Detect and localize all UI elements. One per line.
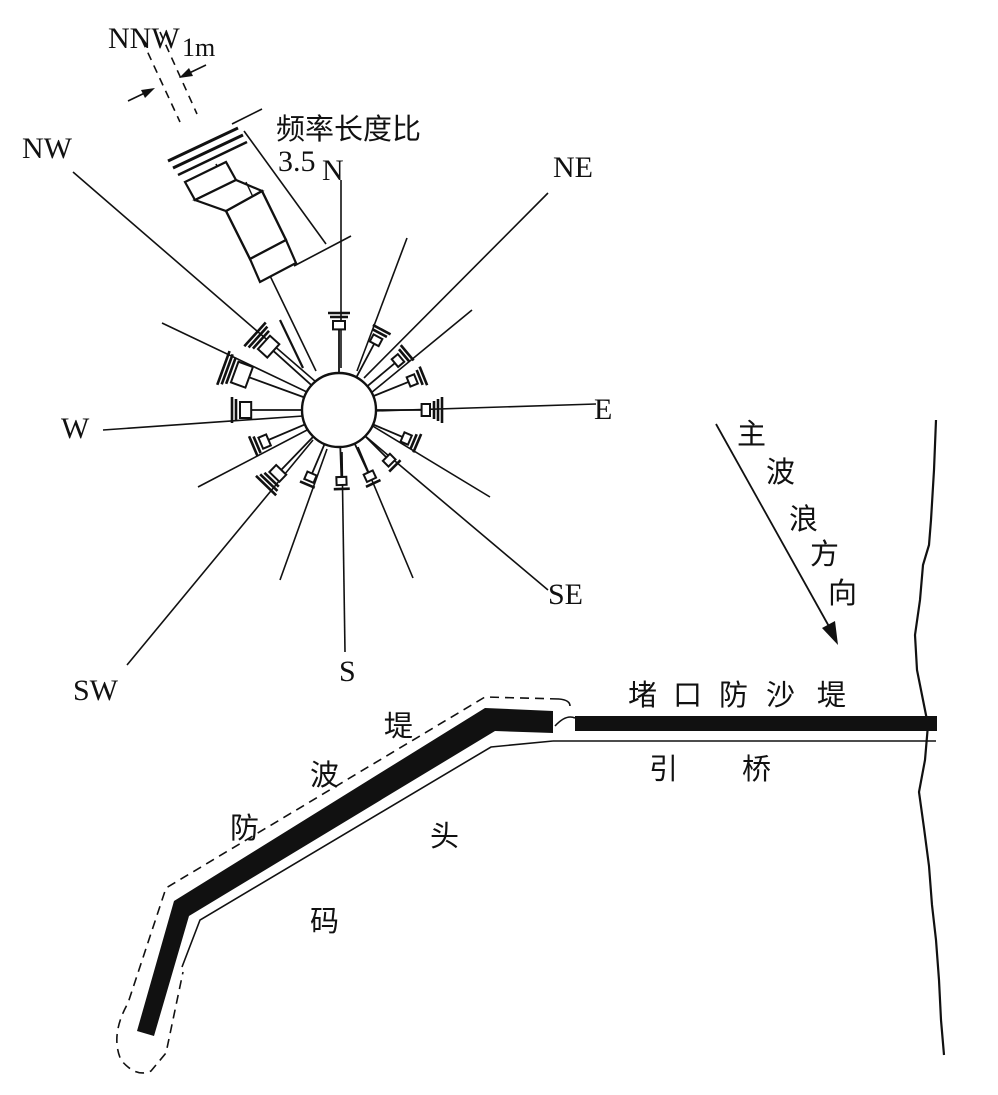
sand-dike-char-3: 沙 bbox=[766, 678, 795, 712]
rose-bar-nw bbox=[243, 321, 313, 386]
coastline bbox=[913, 419, 946, 1056]
rose-bar-ene bbox=[372, 366, 429, 397]
wharf-outline bbox=[181, 740, 554, 968]
sand-dike-and-bridge bbox=[553, 716, 937, 742]
rose-bar-wnw bbox=[216, 350, 305, 399]
bridge-char-1: 桥 bbox=[742, 752, 771, 786]
direction-labels: N NE E SE S SW W NW bbox=[22, 132, 612, 707]
width-arrowhead-right bbox=[179, 68, 193, 78]
breakwater-char-1: 波 bbox=[310, 758, 339, 792]
rose-bar-e bbox=[376, 397, 444, 423]
direction-label-e: E bbox=[594, 393, 612, 426]
breakwater-char-2: 堤 bbox=[384, 709, 413, 743]
rose-bar-n bbox=[328, 311, 350, 373]
wave-label-char-3: 方 bbox=[810, 537, 839, 571]
sand-dike-char-0: 堵 bbox=[628, 678, 657, 712]
rose-bar-sse bbox=[353, 443, 382, 488]
wave-label-char-2: 浪 bbox=[789, 502, 818, 536]
rose-bar-se bbox=[364, 435, 402, 473]
rose-center-circle bbox=[300, 371, 378, 449]
ratio-extension-line bbox=[243, 130, 327, 245]
sand-blocking-dike bbox=[575, 716, 937, 731]
rose-bar-sw bbox=[255, 435, 314, 497]
sand-dike-char-1: 口 bbox=[673, 678, 702, 712]
rose-bar-nnw bbox=[167, 126, 304, 369]
scale-width-label: 1m bbox=[182, 33, 215, 62]
direction-label-w: W bbox=[61, 412, 90, 445]
ratio-tick-top bbox=[231, 108, 263, 125]
direction-label-n: N bbox=[322, 154, 344, 187]
spoke-ene bbox=[370, 309, 473, 394]
spoke-nw bbox=[72, 171, 317, 383]
rose-bar-ese bbox=[372, 423, 423, 453]
wharf-char-0: 码 bbox=[310, 904, 339, 938]
main-wave-direction: 主 波 浪 方 向 bbox=[715, 417, 857, 645]
wave-arrowhead bbox=[822, 621, 838, 645]
breakwater-char-0: 防 bbox=[230, 811, 259, 845]
scale-dashed-left bbox=[141, 39, 181, 123]
rose-bar-s bbox=[333, 446, 350, 491]
wave-rose bbox=[72, 126, 597, 666]
spoke-ese bbox=[370, 424, 491, 498]
direction-label-sw: SW bbox=[73, 674, 119, 707]
rose-bar-ssw bbox=[299, 443, 326, 489]
width-arrowhead-left bbox=[141, 88, 155, 98]
rose-bar-nne bbox=[355, 323, 392, 378]
bridge-char-0: 引 bbox=[649, 752, 678, 786]
scale-dashed-right bbox=[159, 31, 198, 115]
direction-label-s: S bbox=[339, 655, 356, 688]
breakwater-and-wharf bbox=[116, 696, 571, 1074]
direction-label-se: SE bbox=[548, 578, 583, 611]
scale-ratio-value: 3.5 bbox=[278, 145, 316, 178]
wave-label-char-4: 向 bbox=[828, 576, 857, 610]
scale-direction-label: NNW bbox=[108, 22, 180, 55]
wave-label-char-0: 主 bbox=[737, 417, 766, 451]
rose-bar-ne2 bbox=[366, 344, 415, 387]
scale-annotation: NNW 1m 频率长度比 3.5 bbox=[108, 22, 421, 267]
spoke-nne bbox=[356, 237, 408, 372]
sand-dike-char-4: 堤 bbox=[817, 678, 846, 712]
scale-ratio-label: 频率长度比 bbox=[276, 112, 421, 146]
wharf-char-1: 头 bbox=[430, 819, 459, 853]
direction-label-ne: NE bbox=[553, 151, 593, 184]
spoke-ssw bbox=[279, 448, 328, 581]
ratio-tick-bottom bbox=[293, 235, 352, 267]
breakwater-dashed-envelope bbox=[116, 696, 560, 1074]
rose-bar-w bbox=[230, 397, 302, 423]
wave-direction-arrow bbox=[715, 423, 832, 631]
sand-dike-char-2: 防 bbox=[719, 678, 748, 712]
dike-junction-curve bbox=[554, 716, 576, 727]
envelope-end-curve bbox=[558, 698, 571, 707]
spoke-wsw bbox=[197, 428, 310, 488]
rose-bars bbox=[216, 311, 444, 497]
spoke-w bbox=[102, 415, 304, 431]
direction-label-nw: NW bbox=[22, 132, 73, 165]
wave-label-char-1: 波 bbox=[766, 455, 795, 489]
structure-labels: 堵 口 防 沙 堤 引 桥 防 波 堤 码 头 bbox=[230, 678, 846, 938]
breakwater-body bbox=[137, 708, 553, 1036]
rose-bar-wsw bbox=[247, 423, 306, 457]
spoke-ne bbox=[363, 192, 549, 379]
